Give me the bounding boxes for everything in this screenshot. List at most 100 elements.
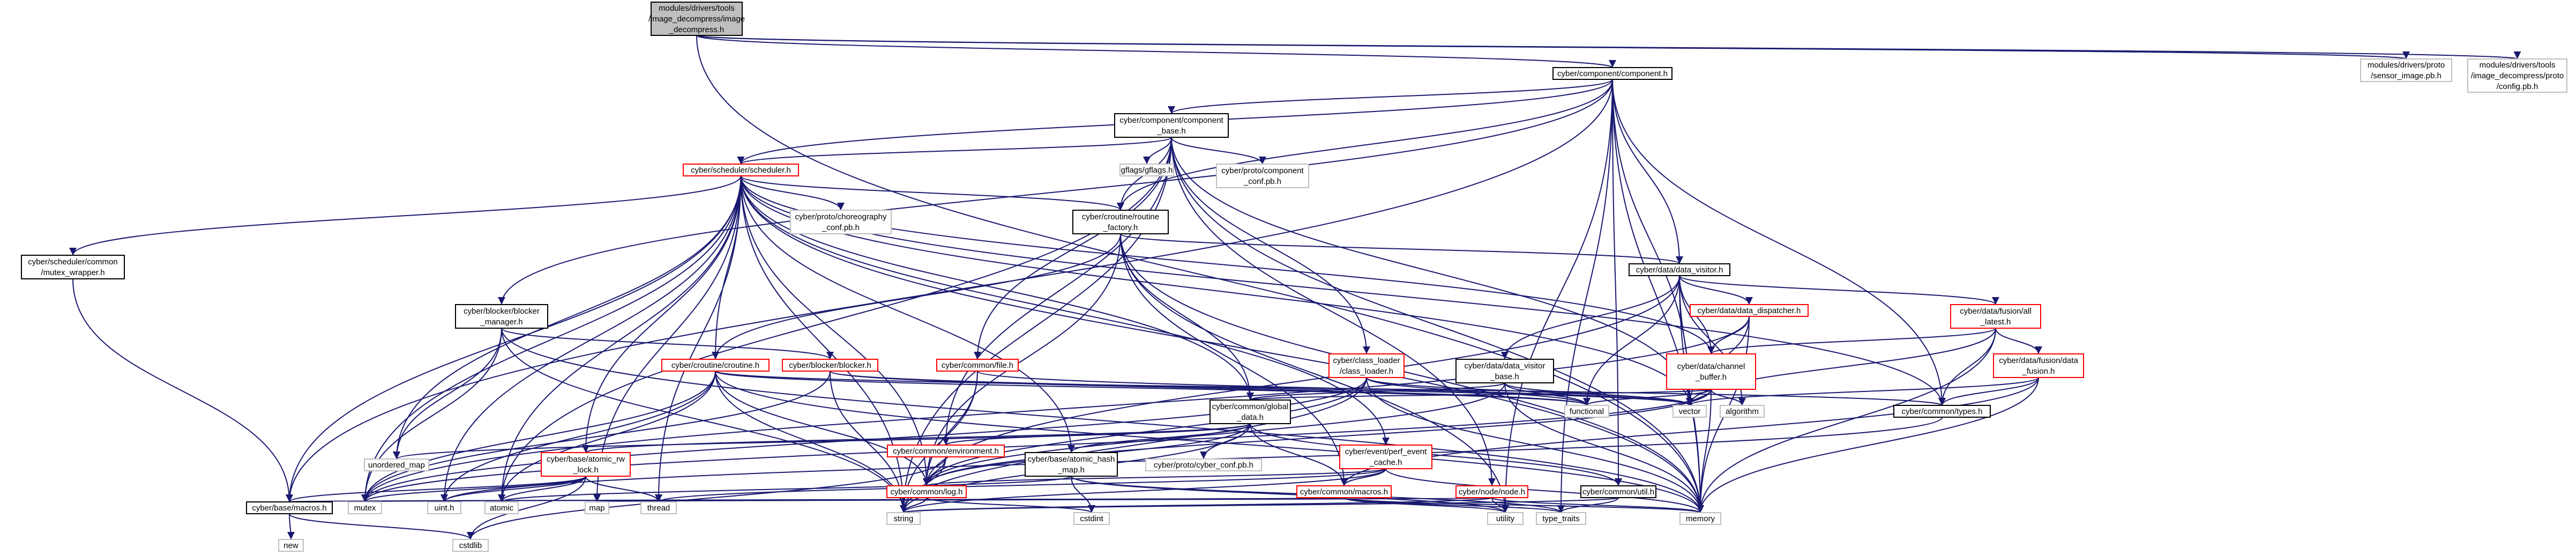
node-box: [2467, 58, 2567, 93]
edge-component-to-routine_factory: [1117, 79, 1613, 211]
edge-mutex_wrapper-to-base_macros: [72, 278, 293, 502]
node-data_dispatcher[interactable]: cyber/data/data_dispatcher.h: [1690, 304, 1809, 317]
node-box: [1487, 512, 1524, 525]
edge-data_dispatcher-to-mutex: [361, 316, 1750, 502]
edge-path: [467, 476, 586, 540]
node-croutine[interactable]: cyber/croutine/croutine.h: [661, 359, 770, 372]
node-channel_buffer[interactable]: cyber/data/channel_buffer.h: [1666, 353, 1756, 390]
edge-file-to-vector: [977, 371, 1693, 406]
node-scheduler[interactable]: cyber/scheduler/scheduler.h: [683, 164, 799, 176]
edge-path: [1612, 79, 1683, 264]
edge-path: [740, 175, 1254, 401]
node-types[interactable]: cyber/common/types.h: [1893, 405, 1991, 418]
edge-path: [1679, 275, 1753, 305]
node-data_visitor_base[interactable]: cyber/data/data_visitor_base.h: [1455, 359, 1554, 383]
edge-path: [1504, 382, 1693, 406]
node-label-line: utility: [1496, 514, 1515, 523]
node-label-line: _cache.h: [1369, 458, 1402, 467]
node-unordered_map: unordered_map: [364, 458, 429, 471]
edge-channel_buffer-to-memory: [1697, 389, 1712, 513]
node-fusion_all_latest[interactable]: cyber/data/fusion/all_latest.h: [1950, 304, 2041, 329]
edge-path: [977, 371, 1693, 406]
edge-perf_event-to-string: [900, 468, 1386, 513]
node-node[interactable]: cyber/node/node.h: [1455, 485, 1528, 498]
edge-component-to-type_traits: [1557, 79, 1613, 513]
edge-path: [1120, 233, 1348, 486]
edge-atomic_rw_lock-to-uint_h: [440, 476, 586, 502]
node-log[interactable]: cyber/common/log.h: [886, 485, 967, 498]
node-data_visitor[interactable]: cyber/data/data_visitor.h: [1629, 263, 1730, 276]
node-component_base[interactable]: cyber/component/component_base.h: [1114, 113, 1229, 138]
node-atomic_rw_lock[interactable]: cyber/base/atomic_rw_lock.h: [541, 452, 631, 477]
edge-component-to-types: [1612, 79, 1946, 406]
edge-path: [715, 371, 1704, 513]
node-box: [651, 2, 743, 36]
edge-atomic_hash_map-to-utility: [1071, 476, 1509, 513]
node-environment[interactable]: cyber/common/environment.h: [887, 445, 1005, 457]
node-component[interactable]: cyber/component/component.h: [1552, 67, 1672, 80]
edge-scheduler-to-choreography: [740, 175, 845, 211]
node-label-line: cyber/base/atomic_rw: [547, 455, 625, 464]
node-class_loader[interactable]: cyber/class_loader/class_loader.h: [1328, 353, 1405, 378]
node-perf_event[interactable]: cyber/event/perf_event _cache.h: [1339, 445, 1432, 469]
node-blocker[interactable]: cyber/blocker/blocker.h: [782, 359, 878, 372]
node-label-line: cyber/data/fusion/data: [1999, 356, 2078, 365]
edge-path: [900, 468, 1386, 513]
edge-path: [942, 423, 1251, 446]
edge-path: [440, 371, 716, 502]
edge-path: [1117, 79, 1613, 211]
node-label-line: type_traits: [1542, 514, 1579, 523]
node-label-line: cyber/event/perf_event: [1345, 447, 1427, 456]
node-file[interactable]: cyber/common/file.h: [936, 359, 1019, 372]
edge-scheduler-to-unordered_map: [393, 175, 742, 460]
node-box: [1629, 263, 1730, 276]
node-box: [541, 452, 631, 477]
node-global_data[interactable]: cyber/common/global_data.h: [1209, 399, 1291, 424]
node-data_fusion[interactable]: cyber/data/fusion/data_fusion.h: [1993, 353, 2084, 378]
edge-global_data-to-environment: [942, 423, 1251, 446]
node-label-line: cyber/common/global: [1212, 402, 1289, 411]
node-base_macros[interactable]: cyber/base/macros.h: [246, 501, 333, 514]
edge-path: [361, 316, 1750, 502]
edge-data_fusion-to-types: [1938, 377, 2039, 406]
edge-path: [1250, 423, 1622, 486]
edge-path: [440, 175, 742, 502]
edge-scheduler-to-channel_buffer: [740, 175, 1715, 354]
node-label-line: cstdint: [1080, 514, 1103, 523]
edge-path: [1679, 275, 1999, 305]
edge-path: [1612, 79, 1704, 513]
node-label-line: _buffer.h: [1695, 373, 1727, 382]
edge-path: [593, 175, 742, 502]
node-label-line: cyber/blocker/blocker.h: [789, 361, 871, 370]
node-sensor_image: modules/drivers/proto/sensor_image.pb.h: [2360, 58, 2452, 82]
node-label-line: _base.h: [1490, 372, 1519, 381]
edge-path: [1504, 382, 1704, 513]
node-box: [1679, 512, 1721, 525]
edge-path: [1171, 137, 1266, 165]
edge-path: [498, 476, 1072, 502]
edge-croutine-to-atomic: [498, 371, 716, 502]
edge-environment-to-cstdlib: [467, 456, 946, 540]
node-box: [1455, 359, 1554, 383]
node-label-line: _conf.pb.h: [1243, 177, 1281, 186]
edge-path: [289, 493, 1345, 502]
node-box: [640, 501, 677, 514]
edge-path: [715, 371, 930, 486]
node-box: [1328, 353, 1405, 378]
node-blocker_manager[interactable]: cyber/blocker/blocker_manager.h: [455, 304, 548, 329]
node-box: [2360, 58, 2452, 82]
edge-scheduler-to-memory: [740, 175, 1704, 513]
node-util[interactable]: cyber/common/util.h: [1580, 485, 1656, 498]
node-atomic_hash_map[interactable]: cyber/base/atomic_hash_map.h: [1025, 452, 1118, 477]
edge-atomic_rw_lock-to-cstdlib: [467, 476, 586, 540]
edge-channel_buffer-to-global_data: [1247, 389, 1712, 401]
node-mutex_wrapper[interactable]: cyber/scheduler/common/mutex_wrapper.h: [21, 255, 125, 279]
edge-base_macros-to-cstdlib: [289, 513, 474, 540]
node-common_macros[interactable]: cyber/common/macros.h: [1296, 485, 1392, 498]
edge-channel_buffer-to-functional: [1583, 389, 1712, 406]
edge-blocker-to-mutex: [361, 371, 831, 502]
node-functional: functional: [1564, 405, 1609, 418]
node-cstdlib: cstdlib: [452, 539, 489, 552]
node-routine_factory[interactable]: cyber/croutine/routine_factory.h: [1072, 210, 1169, 234]
